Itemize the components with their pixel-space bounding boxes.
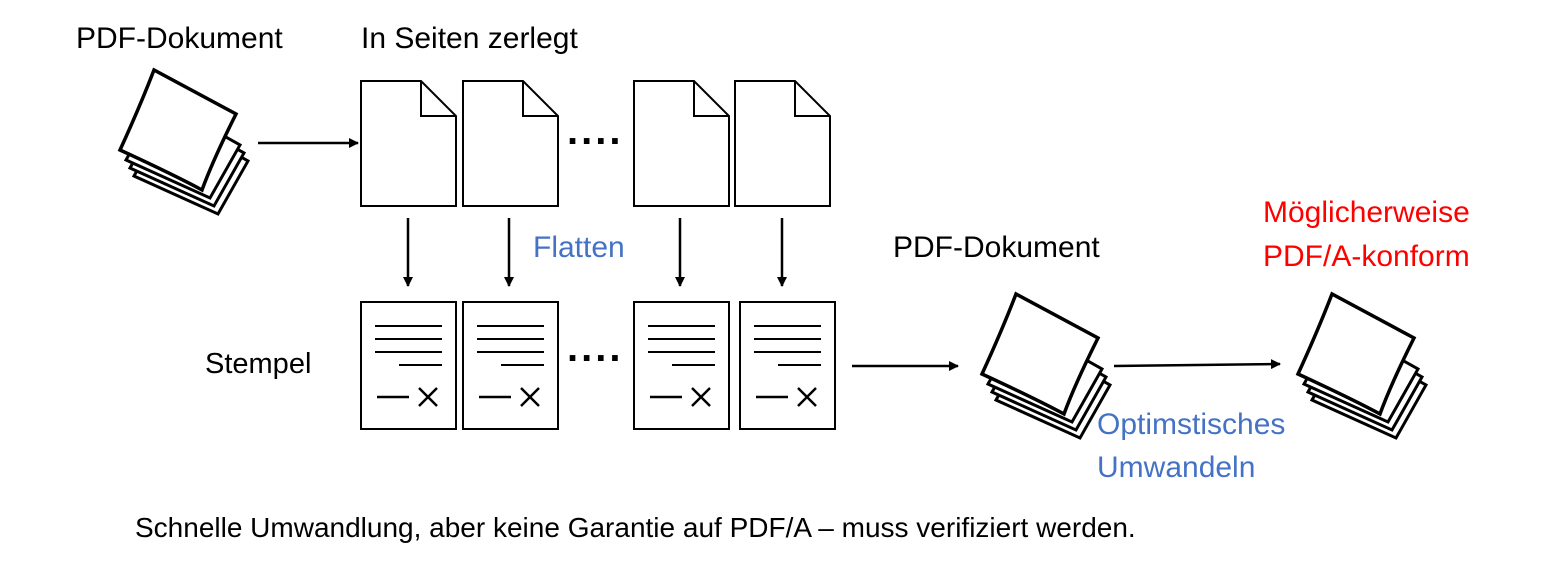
ellipsis-bottom: .... xyxy=(567,326,624,370)
result-label-line2: PDF/A-konform xyxy=(1263,240,1470,273)
ellipsis-top: .... xyxy=(567,109,624,153)
caption: Schnelle Umwandlung, aber keine Garantie… xyxy=(135,512,1136,543)
arrow-to-result xyxy=(1113,359,1281,370)
page-icon xyxy=(633,80,730,207)
page-icon xyxy=(360,80,457,207)
stamped-page-icon xyxy=(461,300,560,431)
result-document-stack-icon xyxy=(1296,292,1428,440)
stamp-label: Stempel xyxy=(205,348,312,380)
page-icon xyxy=(734,80,831,207)
merged-document-stack-icon xyxy=(980,292,1112,440)
optimistic-label-line1: Optimstisches xyxy=(1097,408,1286,441)
optimistic-label-line2: Umwandeln xyxy=(1097,451,1256,484)
merged-document-label: PDF-Dokument xyxy=(893,231,1100,264)
stamped-page-icon xyxy=(738,300,837,431)
source-document-stack-icon xyxy=(118,68,250,216)
result-label-line1: Möglicherweise xyxy=(1263,196,1470,229)
page-icon xyxy=(462,80,559,207)
stamped-page-icon xyxy=(632,300,731,431)
source-document-label: PDF-Dokument xyxy=(76,22,283,55)
stamped-page-icon xyxy=(359,300,458,431)
flatten-label: Flatten xyxy=(533,231,625,264)
split-pages-label: In Seiten zerlegt xyxy=(361,22,578,55)
